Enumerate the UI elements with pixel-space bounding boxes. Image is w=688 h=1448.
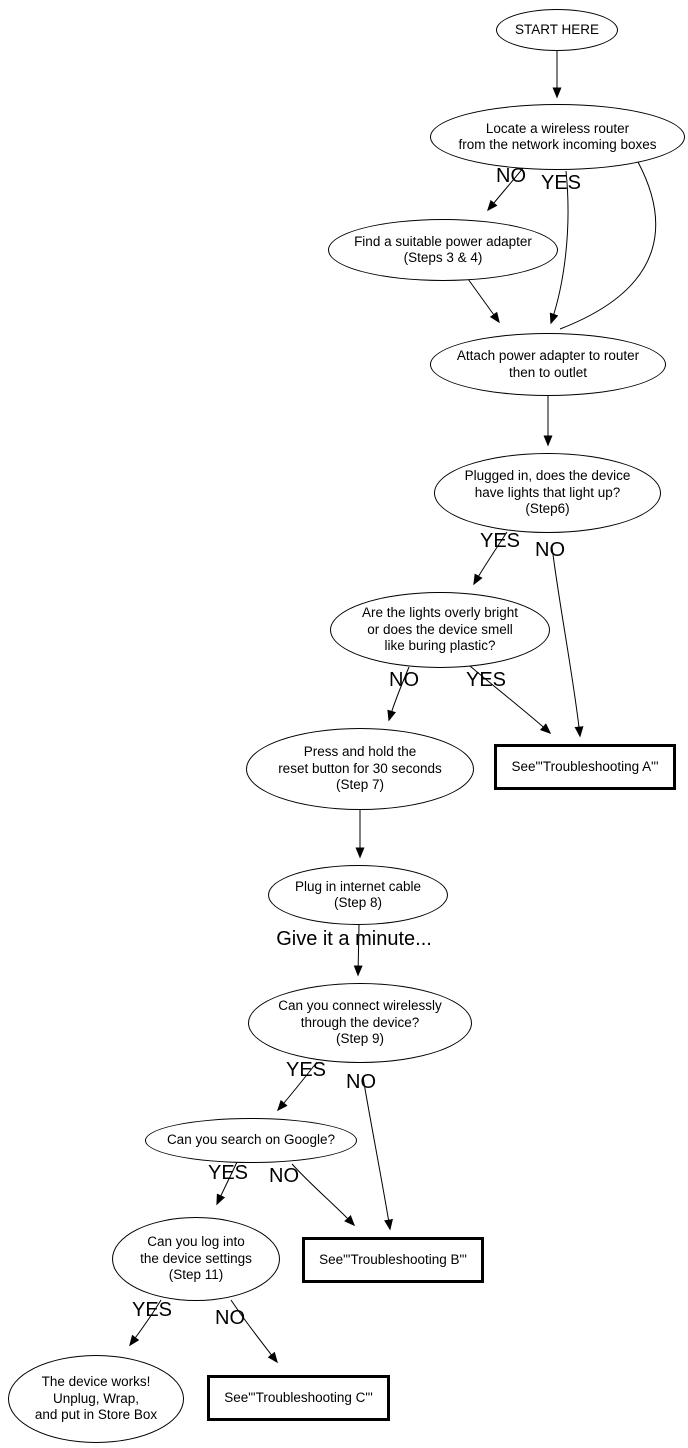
edge-label-locate-no: NO <box>496 165 526 187</box>
edge-connect-yes-google <box>277 1061 318 1112</box>
edge-bright-no-reset <box>387 666 410 722</box>
edge-label-lightsup-no: NO <box>535 539 565 561</box>
node-troubleshooting-a: See"'Troubleshooting A"' <box>494 744 676 790</box>
node-google-search: Can you search on Google? <box>145 1118 357 1163</box>
edge-bright-yes-troublea <box>469 665 552 735</box>
node-lights-bright: Are the lights overly bright or does the… <box>330 592 550 668</box>
edge-label-bright-no: NO <box>389 669 419 691</box>
edge-label-give-minute: Give it a minute... <box>276 928 432 950</box>
edge-cable-connect <box>353 924 363 977</box>
node-start: START HERE <box>496 9 618 51</box>
node-troubleshooting-b: See"'Troubleshooting B"' <box>302 1237 484 1283</box>
node-lights-up: Plugged in, does the device have lights … <box>434 453 661 533</box>
edge-label-google-no: NO <box>269 1165 299 1187</box>
edge-label-connect-yes: YES <box>285 1059 327 1081</box>
edge-locate-attach-curve <box>559 161 657 330</box>
node-internet-cable: Plug in internet cable (Step 8) <box>268 865 448 925</box>
edge-label-connect-no: NO <box>346 1071 376 1093</box>
node-find-adapter: Find a suitable power adapter (Steps 3 &… <box>328 219 558 281</box>
node-troubleshooting-c: See"'Troubleshooting C"' <box>207 1375 390 1421</box>
edge-locate-yes-attach <box>549 170 569 325</box>
edge-lightsup-no-troublea <box>551 546 584 738</box>
edge-label-login-yes: YES <box>131 1299 173 1321</box>
edge-google-yes-settings <box>216 1161 238 1206</box>
edge-lightsup-yes-bright <box>473 531 508 586</box>
node-attach-adapter: Attach power adapter to router then to o… <box>430 333 666 396</box>
edge-label-locate-yes: YES <box>540 172 582 194</box>
edge-label-google-yes: YES <box>207 1162 249 1184</box>
edge-settings-no-troublec <box>230 1299 278 1364</box>
edge-find-attach <box>467 278 500 324</box>
edge-locate-no-find <box>487 166 525 212</box>
edge-google-no-troubleb <box>291 1163 356 1227</box>
node-device-works: The device works! Unplug, Wrap, and put … <box>8 1355 184 1443</box>
node-reset-button: Press and hold the reset button for 30 s… <box>246 728 474 810</box>
edge-settings-yes-works <box>129 1299 162 1347</box>
edge-label-lightsup-yes: YES <box>479 530 521 552</box>
edge-connect-no-troubleb <box>362 1076 393 1231</box>
edge-label-login-no: NO <box>215 1307 245 1329</box>
node-connect-wireless: Can you connect wirelessly through the d… <box>248 983 472 1063</box>
edge-label-bright-yes: YES <box>465 669 507 691</box>
node-device-settings: Can you log into the device settings (St… <box>112 1217 280 1301</box>
node-locate-router: Locate a wireless router from the networ… <box>430 104 685 170</box>
